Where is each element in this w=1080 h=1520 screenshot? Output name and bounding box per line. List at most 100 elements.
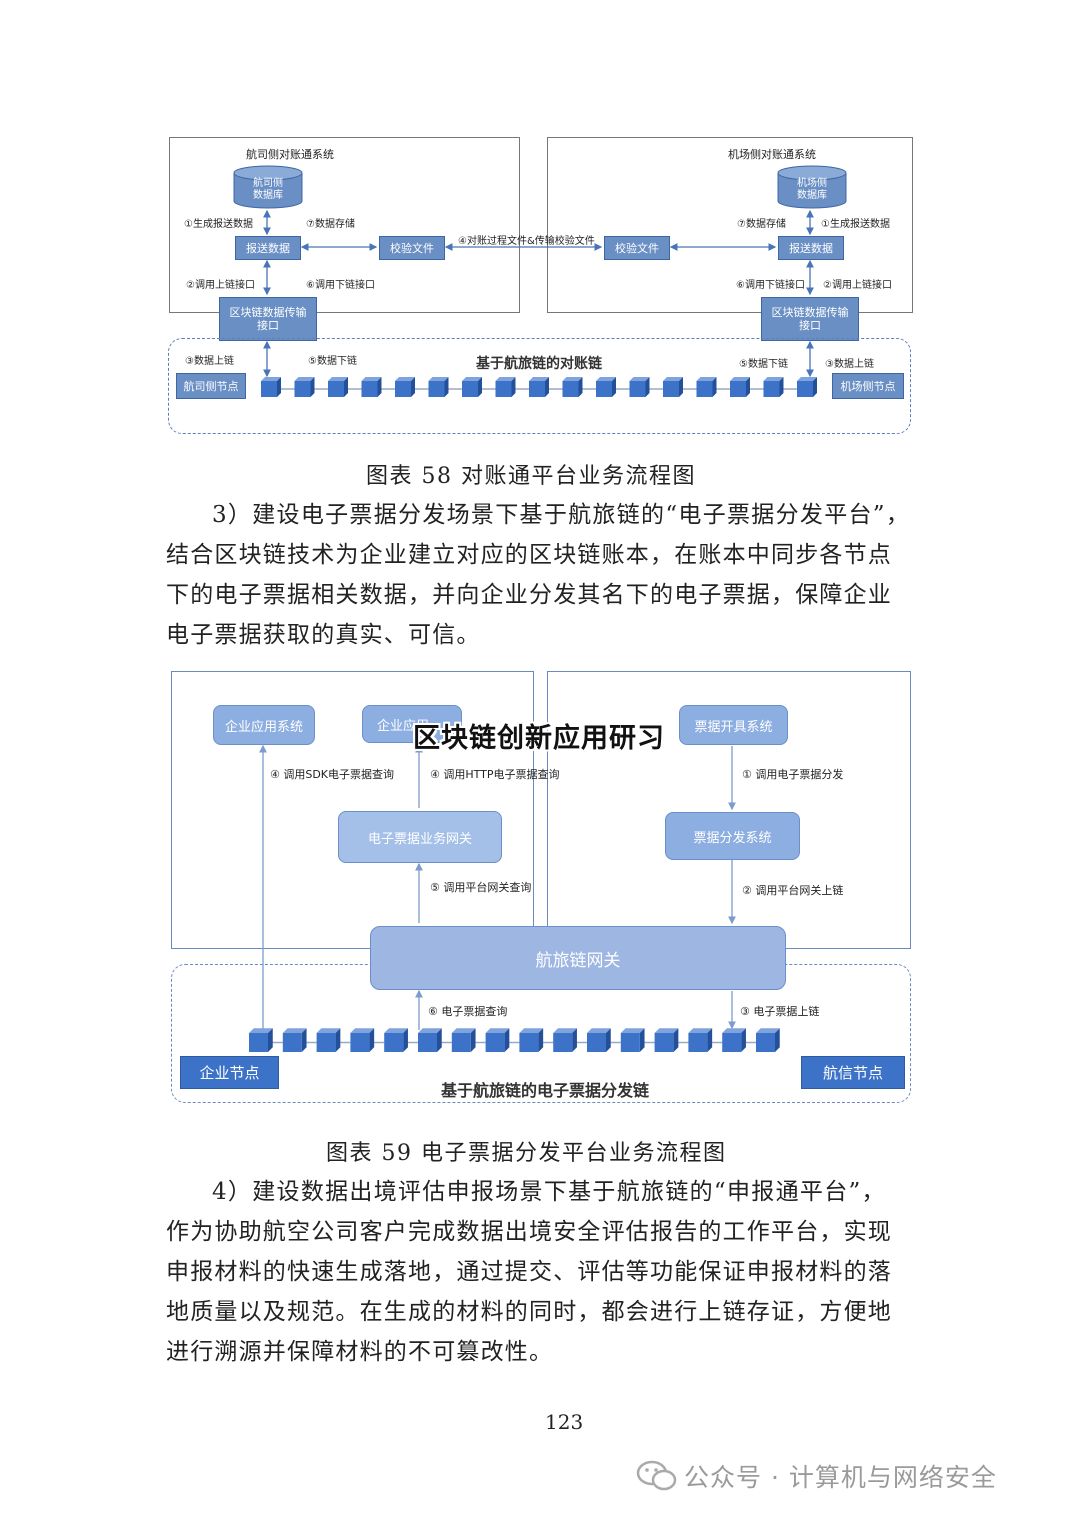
paragraph-4-rest: 作为协助航空公司客户完成数据出境安全评估报告的工作平台，实现申报材料的快速生成落… — [166, 1219, 892, 1365]
block-cube — [462, 381, 478, 397]
wechat-icon — [636, 1460, 677, 1491]
block-cube — [395, 381, 411, 397]
block-cube-top — [350, 1028, 375, 1033]
block-cube — [663, 381, 679, 397]
step-label: ②调用上链接口 — [186, 280, 255, 291]
airport-database-label: 机场侧 数据库 — [797, 178, 827, 201]
step-label: ⑦数据存储 — [737, 219, 786, 230]
block-cube — [485, 1033, 505, 1052]
block-cube — [316, 1033, 336, 1052]
block-cube — [553, 1033, 573, 1052]
step-label: ① 调用电子票据分发 — [742, 768, 844, 781]
step-label: ⑤ 调用平台网关查询 — [430, 881, 532, 894]
step-label: ④ 调用HTTP电子票据查询 — [430, 768, 560, 781]
block-cube-top — [654, 1028, 679, 1033]
ticket-distribution-system: 票据分发系统 — [665, 812, 800, 860]
airport-verify-file: 校验文件 — [604, 236, 670, 260]
paragraph-4-line1: 4）建设数据出境评估申报场景下基于航旅链的“申报通平台”， — [212, 1179, 886, 1205]
chain-dashed-box — [168, 338, 911, 434]
block-cube-side — [277, 377, 281, 397]
block-cube — [688, 1033, 708, 1052]
block-cube — [328, 381, 344, 397]
footer-watermark: 公众号 · 计算机与网络安全 — [636, 1458, 997, 1494]
block-cube-top — [495, 377, 516, 381]
block-cube-side — [779, 377, 784, 397]
block-cube-top — [462, 377, 482, 381]
block-cube — [722, 1033, 742, 1052]
airline-system-box — [169, 137, 520, 313]
step-label: ②调用上链接口 — [823, 280, 892, 291]
airport-node: 机场侧节点 — [832, 373, 904, 399]
airport-system-box — [547, 137, 913, 313]
block-cube-side — [444, 377, 449, 397]
block-cube — [654, 1033, 674, 1052]
block-cube-side — [578, 377, 583, 397]
block-cube-top — [328, 377, 348, 381]
block-cube-side — [679, 377, 683, 397]
block-cube-side — [606, 1028, 611, 1052]
figure59-connectors — [249, 744, 780, 1052]
block-cube-top — [696, 377, 717, 381]
step-label: ①生成报送数据 — [821, 219, 890, 230]
distribution-chain-title: 基于航旅链的电子票据分发链 — [441, 1081, 650, 1100]
block-cube-side — [504, 1028, 510, 1052]
enterprise-node: 企业节点 — [180, 1056, 279, 1089]
block-cube-side — [639, 1028, 645, 1052]
block-cube — [562, 381, 579, 397]
block-cube-side — [377, 377, 382, 397]
block-cube-side — [335, 1028, 341, 1052]
block-cube-top — [384, 1028, 408, 1033]
step-label: ⑥ 电子票据查询 — [428, 1005, 508, 1018]
paragraph-4: 4）建设数据出境评估申报场景下基于航旅链的“申报通平台”， 作为协助航空公司客户… — [166, 1172, 916, 1372]
block-cube-side — [538, 1028, 544, 1052]
step-label: ② 调用平台网关上链 — [742, 884, 844, 897]
block-cube-top — [316, 1028, 341, 1033]
step-label: ③ 电子票据上链 — [740, 1005, 820, 1018]
airline-database-label: 航司侧 数据库 — [253, 178, 283, 201]
block-cube-top — [629, 377, 650, 381]
block-cube — [730, 381, 746, 397]
block-cube-side — [437, 1028, 442, 1052]
block-cube-top — [596, 377, 616, 381]
step-label: ⑥调用下链接口 — [736, 280, 805, 291]
step-label: ⑦数据存储 — [306, 219, 355, 230]
block-cube-side — [813, 377, 817, 397]
block-cube-top — [797, 377, 817, 381]
block-cube-top — [282, 1028, 307, 1033]
block-cube — [763, 381, 780, 397]
overlay-watermark-title: 区块链创新应用研习 — [413, 723, 665, 754]
ticket-business-gateway: 电子票据业务网关 — [338, 811, 502, 863]
block-cube-top — [519, 1028, 544, 1033]
step-label: ④ 调用SDK电子票据查询 — [270, 768, 395, 781]
block-cube — [519, 1033, 539, 1052]
block-cube-top — [722, 1028, 746, 1033]
block-cube — [350, 1033, 370, 1052]
enterprise-app-2: 企业应用 — [362, 705, 462, 743]
block-cube-top — [418, 1028, 442, 1033]
block-cube-top — [763, 377, 784, 381]
airline-node: 航司侧节点 — [176, 373, 246, 399]
paragraph-3-line1: 3）建设电子票据分发场景下基于航旅链的“电子票据分发平台”， — [212, 502, 911, 528]
block-cube-top — [553, 1028, 577, 1033]
block-cube-side — [673, 1028, 679, 1052]
block-cube — [596, 381, 612, 397]
block-cube-side — [775, 1028, 780, 1052]
block-cube — [261, 381, 277, 397]
figure58-connectors — [261, 209, 817, 397]
block-cube-top — [756, 1028, 780, 1033]
airline-chain-interface: 区块链数据传输 接口 — [219, 297, 317, 341]
block-cube — [451, 1033, 471, 1052]
page-number: 123 — [545, 1410, 584, 1434]
block-cube-top — [361, 377, 382, 381]
block-cube-side — [645, 377, 650, 397]
block-cube-side — [478, 377, 482, 397]
block-cube — [620, 1033, 640, 1052]
reconcile-chain-title: 基于航旅链的对账链 — [476, 356, 602, 372]
block-cube — [294, 381, 311, 397]
step-label: ③数据上链 — [185, 356, 234, 367]
block-cube — [282, 1033, 302, 1052]
footer-watermark-text: 公众号 · 计算机与网络安全 — [684, 1463, 997, 1492]
block-cube-side — [712, 377, 717, 397]
block-cube — [418, 1033, 437, 1052]
ticket-issue-system: 票据开具系统 — [679, 705, 788, 745]
